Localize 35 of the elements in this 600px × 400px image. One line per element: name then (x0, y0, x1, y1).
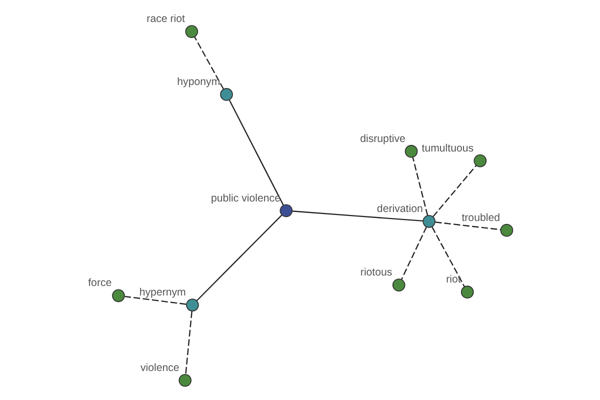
node-circle (186, 298, 199, 312)
node-label: public violence (210, 192, 280, 204)
node-circle (185, 25, 198, 38)
node-label: riot (446, 274, 461, 286)
node-label: hyponym (177, 76, 220, 88)
connector (124, 296, 186, 305)
node-circle (220, 88, 233, 101)
node-label: derivation (376, 202, 423, 215)
node-circle (112, 289, 125, 302)
connector (194, 36, 224, 90)
connector (432, 226, 466, 288)
node-circle (280, 204, 293, 218)
node-label: hypernym (139, 286, 186, 299)
node-circle (422, 214, 436, 228)
connector (400, 226, 428, 280)
connector (435, 222, 501, 230)
node-circle (460, 286, 474, 299)
node-label: race riot (146, 13, 185, 26)
connector (432, 164, 477, 218)
node-label: troubled (462, 212, 500, 224)
node-label: violence (140, 362, 180, 374)
connector (185, 311, 192, 374)
node-circle (474, 154, 487, 168)
node-circle (500, 224, 514, 237)
node-circle (392, 278, 406, 292)
connector (228, 100, 284, 206)
node-label: tumultuous (422, 142, 474, 154)
connector (196, 214, 282, 302)
node-label: riotous (360, 266, 392, 279)
connector (292, 210, 424, 222)
node-label: force (88, 277, 112, 290)
connector (412, 157, 428, 216)
node-circle (178, 374, 192, 387)
node-circle (404, 144, 418, 158)
node-label: disruptive (360, 132, 406, 145)
